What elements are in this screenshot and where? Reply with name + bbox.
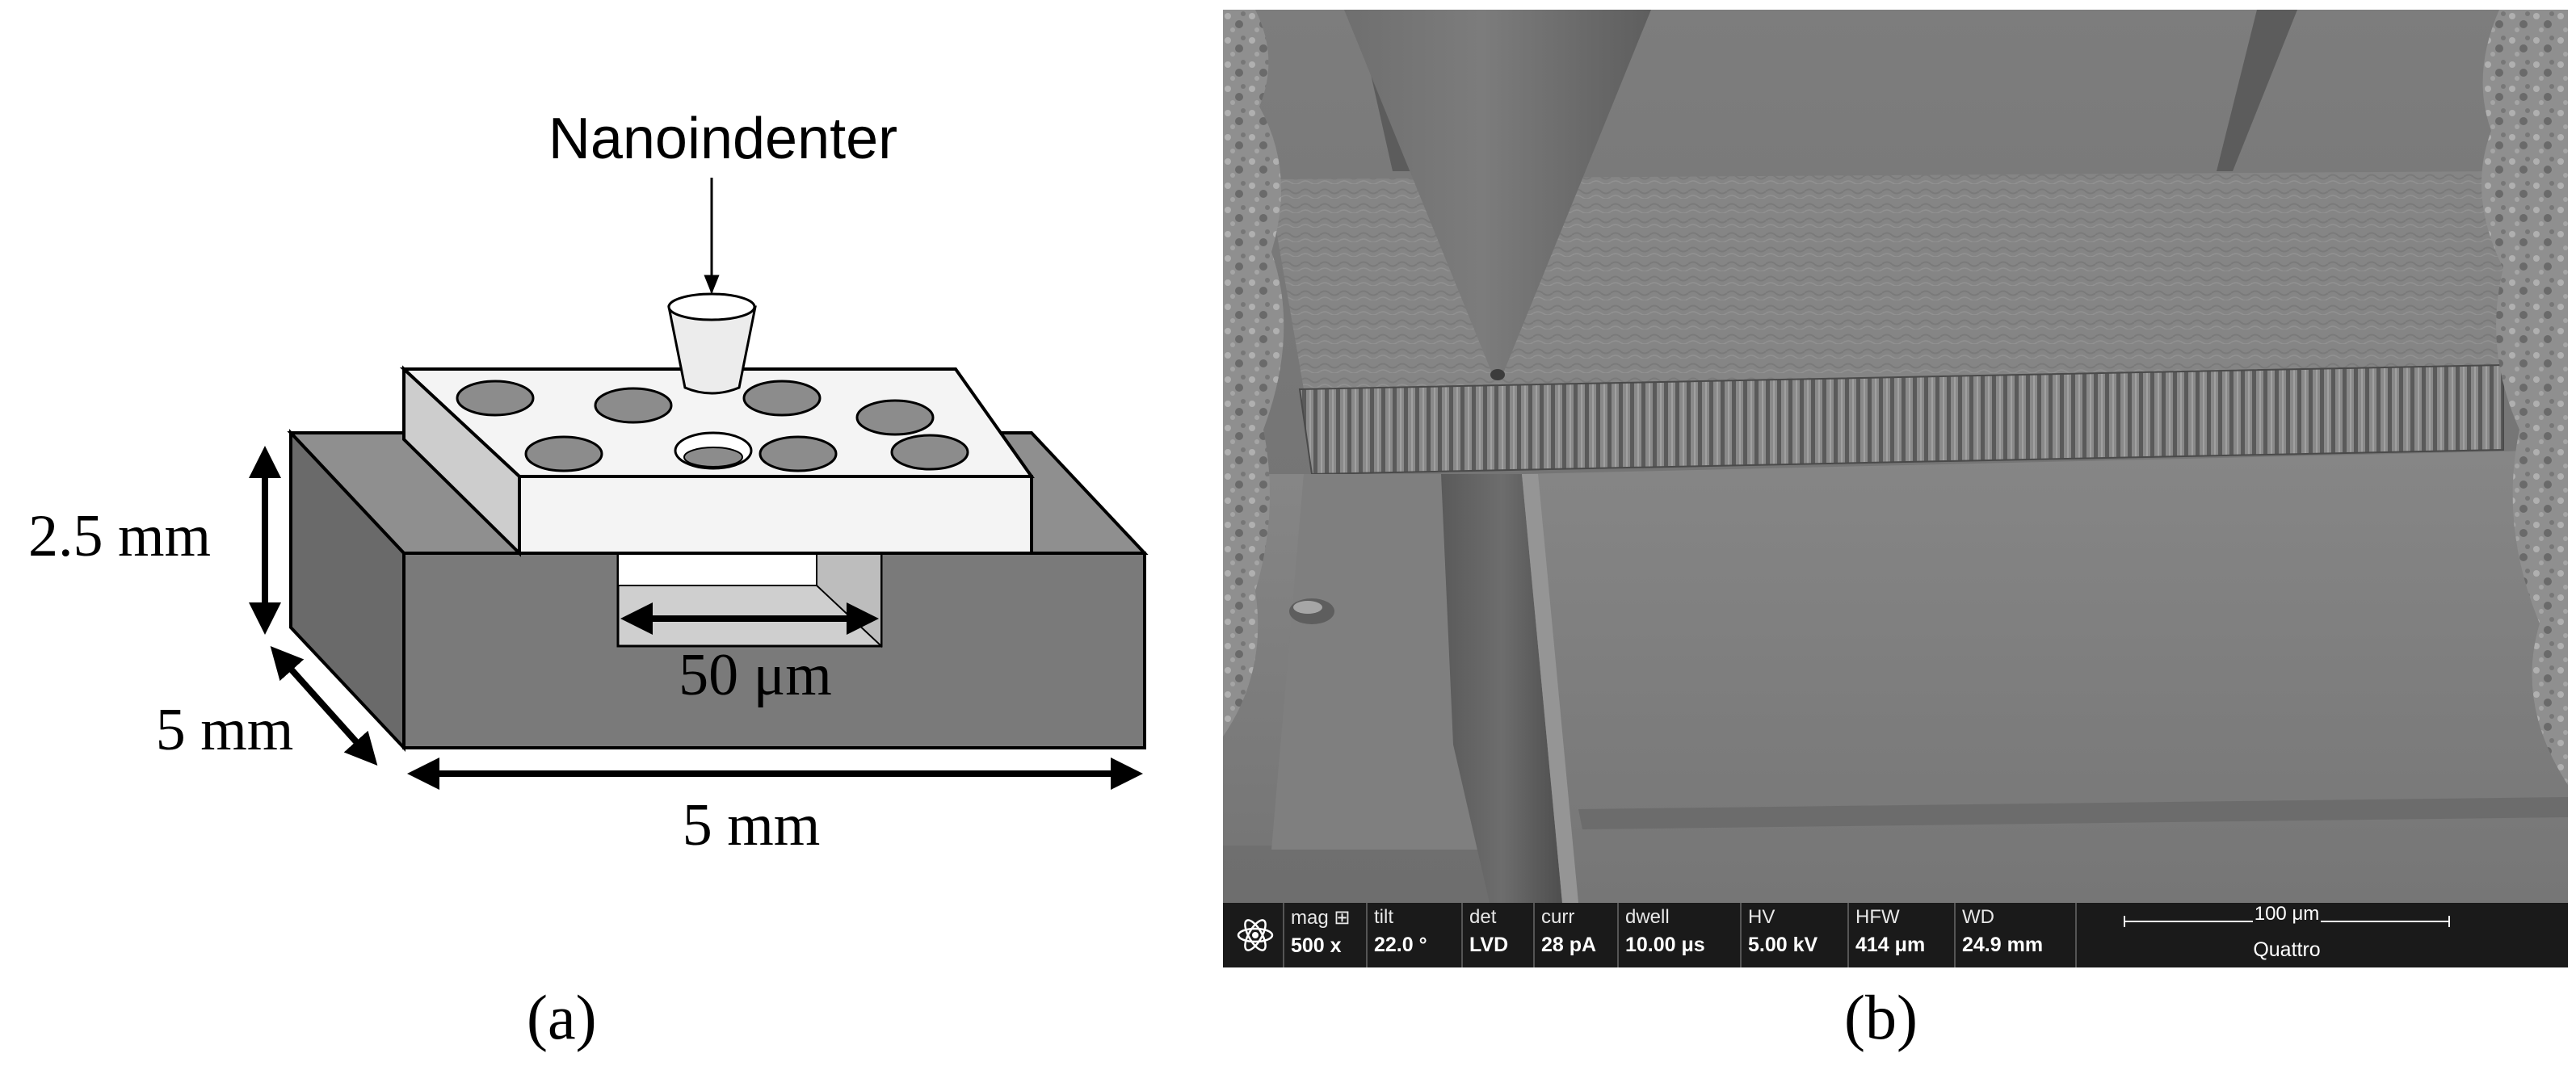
indented-hole-inner [683,447,743,468]
chip-front-face [518,475,1033,555]
sem-field-dwell: dwell 10.00 μs [1625,906,1705,957]
gap-label: 50 μm [679,642,832,708]
scale-bar-label-bg [2253,904,2321,925]
sem-field-value: 28 pA [1541,934,1597,956]
sem-field-hfw: HFW 414 μm [1855,906,1925,957]
hole [855,399,935,436]
debris-particle [1293,601,1322,614]
sem-data-bar: mag ⊞ 500 x tilt 22.0 ° det LVD curr 28 … [1223,903,2568,967]
nanoindenter-tip [667,292,757,395]
hole [594,387,673,424]
membrane-edge [1298,363,2504,476]
substrate-right-edge [1522,474,1578,903]
sem-field-value: LVD [1469,934,1509,956]
indenter-cone [1344,10,1651,377]
sem-field-wd: WD 24.9 mm [1962,906,2043,957]
sem-field-value: 24.9 mm [1962,934,2044,956]
rough-material-left [1223,10,1284,737]
sem-field-label: dwell [1625,906,1670,928]
back-trench-right [2217,10,2297,171]
hole [524,435,603,472]
sem-field-det: det LVD [1469,906,1508,957]
depth-label: 5 mm [156,697,294,763]
sem-field-label: WD [1962,906,1994,928]
sem-field-label: HFW [1855,906,1900,928]
indenter-label: Nanoindenter [548,107,897,171]
hole [890,434,969,471]
caption-b: (b) [1844,982,1918,1052]
sem-field-label: HV [1748,906,1775,928]
schematic-diagram: Nanoindenter 2.5 mm 5 mm 5 mm 50 μm [28,107,1149,858]
hole [456,380,535,417]
hole [759,435,838,472]
sem-field-value: 414 μm [1855,934,1926,956]
rough-material-right [2481,10,2568,785]
tip-top [667,292,756,321]
hole [742,380,822,417]
sem-field-value: 10.00 μs [1625,934,1705,956]
scale-bar-label-front: 100 μm [2254,903,2320,925]
sem-field-tilt: tilt 22.0 ° [1374,906,1427,957]
width-label: 5 mm [683,792,821,858]
sem-field-hv: HV 5.00 kV [1748,906,1817,957]
atom-logo-icon [1237,919,1274,951]
substrate-right-step [1578,797,2568,829]
membrane-surface [1267,171,2503,389]
caption-a: (a) [527,982,597,1052]
height-label: 2.5 mm [28,503,211,569]
membrane-chip [399,365,1035,557]
tip-cone [667,305,757,395]
depth-dimension-arrow [270,646,378,766]
sem-micrograph: mag ⊞ 500 x tilt 22.0 ° det LVD curr 28 … [1223,10,2568,967]
sem-image [1223,10,2568,903]
sem-field-label: mag ⊞ [1291,907,1351,929]
substrate-right [1522,450,2568,903]
substrate-left-top [1271,474,1490,850]
trench-inner-wall [617,552,817,586]
instrument-label: Quattro [2253,938,2321,961]
sem-field-label: curr [1541,906,1575,928]
sem-field-label: det [1469,906,1497,928]
sem-field-value: 500 x [1291,934,1342,957]
sem-field-curr: curr 28 pA [1541,906,1596,957]
sem-field-label: tilt [1374,906,1393,928]
sem-field-mag: mag ⊞ 500 x [1291,906,1350,958]
sem-field-value: 5.00 kV [1748,934,1818,956]
sem-field-value: 22.0 ° [1374,934,1427,956]
indenter-apex [1490,369,1505,380]
